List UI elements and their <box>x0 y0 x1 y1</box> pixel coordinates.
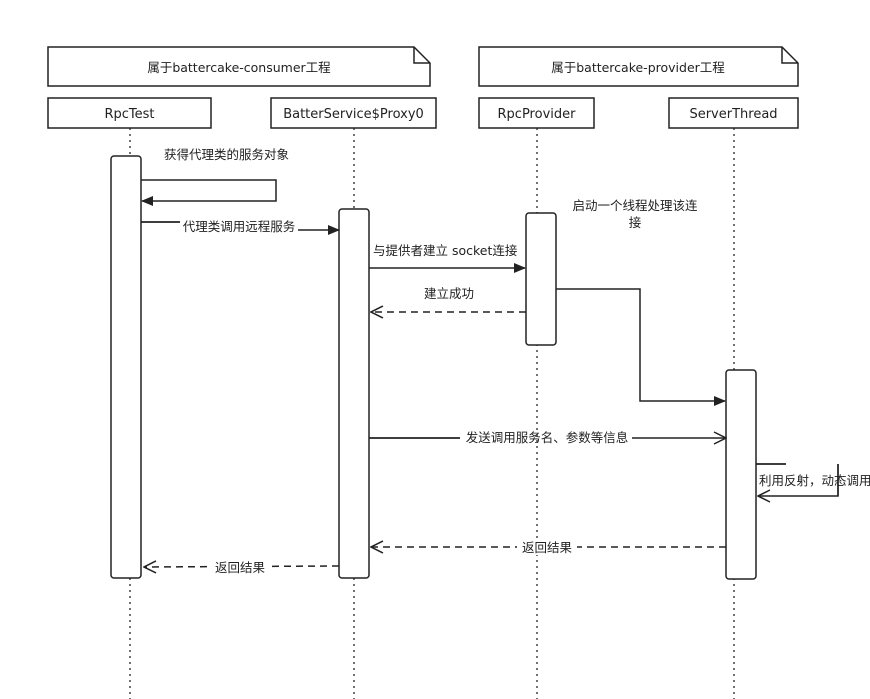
participant-rpcprovider-label: RpcProvider <box>498 107 577 122</box>
participant-rpctest: RpcTest <box>47 97 212 129</box>
consumer-group-label: 属于battercake-consumer工程 <box>147 60 331 75</box>
consumer-group-note: 属于battercake-consumer工程 <box>47 46 431 87</box>
msg-reflect-label: 利用反射，动态调用 <box>759 473 870 488</box>
activation-serverthread <box>725 369 757 580</box>
msg-get-proxy-label: 获得代理类的服务对象 <box>164 147 289 162</box>
participant-proxy-label: BatterService$Proxy0 <box>283 107 424 122</box>
participant-serverthread: ServerThread <box>668 97 799 129</box>
msg-connected-label: 建立成功 <box>424 286 474 301</box>
msg-connect-label: 与提供者建立 socket连接 <box>373 243 518 258</box>
msg-get-proxy-arrow <box>141 179 277 206</box>
msg-return-server-label: 返回结果 <box>522 540 573 555</box>
participant-proxy: BatterService$Proxy0 <box>270 97 437 129</box>
msg-send-info-label: 发送调用服务名、参数等信息 <box>466 430 629 445</box>
participant-rpctest-label: RpcTest <box>104 107 154 122</box>
msg-call-remote-label: 代理类调用远程服务 <box>183 219 296 234</box>
provider-group-label: 属于battercake-provider工程 <box>551 60 725 75</box>
participant-rpcprovider: RpcProvider <box>478 97 595 129</box>
activation-proxy <box>338 208 370 579</box>
msg-spawn-thread-arrow <box>556 288 726 406</box>
participant-serverthread-label: ServerThread <box>689 107 777 122</box>
msg-start-thread-label-1: 启动一个线程处理该连 <box>572 198 698 213</box>
msg-start-thread-label-2: 接 <box>629 215 642 230</box>
provider-group-note: 属于battercake-provider工程 <box>478 46 799 87</box>
activation-rpcprovider <box>525 212 557 346</box>
activation-rpctest <box>110 155 142 579</box>
msg-return-client-label: 返回结果 <box>215 560 266 575</box>
